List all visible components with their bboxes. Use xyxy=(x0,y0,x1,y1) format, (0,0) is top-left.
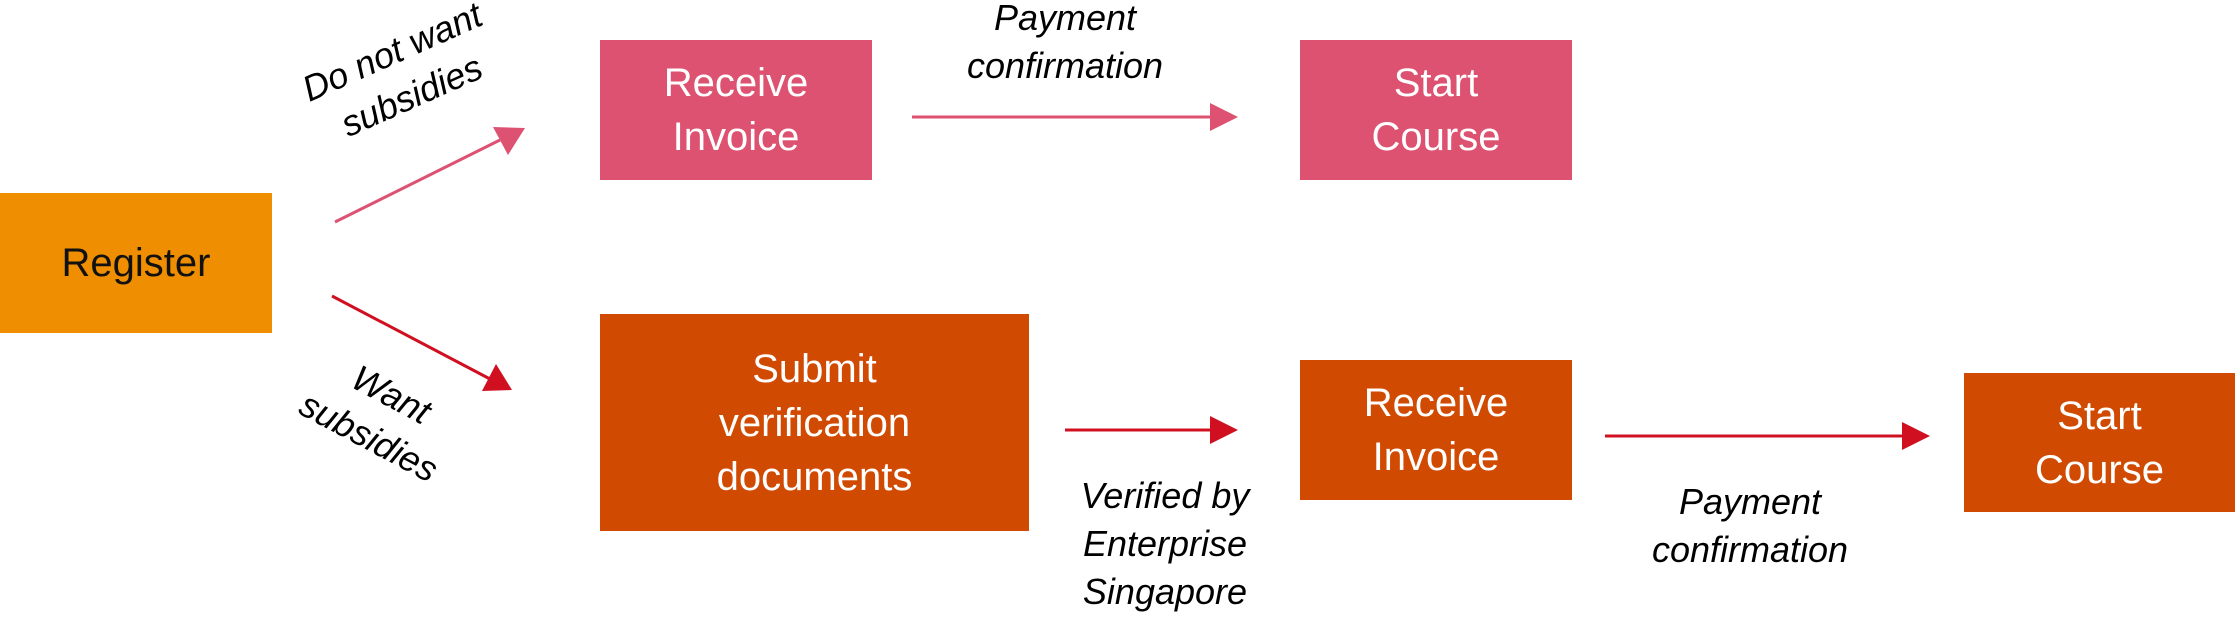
arrow-bottom-invoice-to-start xyxy=(1605,422,1930,450)
label-top-payment-confirmation: Payment confirmation xyxy=(966,0,1164,86)
bottom-start-course-node: Start Course xyxy=(1964,373,2235,512)
arrow-submit-to-bottom-invoice xyxy=(1065,416,1238,444)
register-node: Register xyxy=(0,193,272,333)
top-start-course-node: Start Course xyxy=(1300,40,1572,180)
arrow-top-invoice-to-start xyxy=(912,103,1238,131)
label-bottom-payment-confirmation: Payment confirmation xyxy=(1651,481,1849,570)
arrow-register-to-top-invoice xyxy=(334,127,525,224)
submit-verification-node: Submit verification documents xyxy=(600,314,1029,531)
bottom-receive-invoice-node: Receive Invoice xyxy=(1300,360,1572,500)
arrow-register-to-submit xyxy=(331,294,512,391)
top-receive-invoice-node: Receive Invoice xyxy=(600,40,872,180)
label-verified-by: Verified by Enterprise Singapore xyxy=(1080,475,1250,612)
